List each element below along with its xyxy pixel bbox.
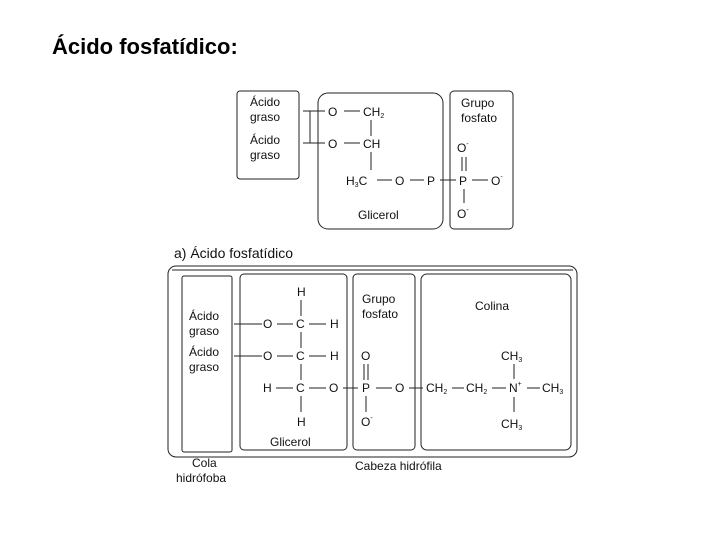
- bottom-o-minus: O: [361, 415, 370, 429]
- bottom-h-top: H: [297, 285, 306, 299]
- bottom-glycerol-label: Glicerol: [270, 435, 311, 449]
- top-o-bottom: O: [457, 207, 466, 221]
- bottom-ch3-top: CH: [501, 349, 518, 363]
- bottom-glycerol-box: [239, 273, 348, 451]
- svg-text:O-: O-: [457, 207, 469, 221]
- top-p2: P: [459, 174, 467, 188]
- bottom-ch2b-sub: 2: [483, 389, 487, 396]
- top-phosphate-line1: Grupo: [461, 96, 495, 110]
- bottom-structure: a) Ácido fosfatídico Ácido graso Ácido g…: [167, 245, 578, 485]
- bottom-phosphate-line1: Grupo: [362, 292, 396, 306]
- bottom-c2: C: [296, 349, 305, 363]
- bottom-caption: a) Ácido fosfatídico: [174, 245, 293, 261]
- top-ch2-sub: 2: [380, 113, 384, 120]
- top-o-top: O: [457, 141, 466, 155]
- bottom-n: N: [509, 381, 518, 395]
- bottom-c1: C: [296, 317, 305, 331]
- bottom-o3: O: [329, 381, 338, 395]
- bottom-ch3-bottom-sub: 3: [518, 425, 522, 432]
- bottom-ch2b: CH: [466, 381, 483, 395]
- top-phosphate-box: [449, 90, 514, 230]
- bottom-phosphate-box: [352, 273, 416, 451]
- bottom-n-sup: +: [518, 381, 522, 388]
- top-glycerol-box: [317, 92, 444, 230]
- svg-text:O-: O-: [491, 174, 503, 188]
- bottom-phosphate-line2: fosfato: [362, 307, 398, 321]
- svg-text:CH2: CH2: [426, 381, 447, 396]
- bottom-head-label: Cabeza hidrófila: [355, 459, 442, 473]
- bottom-o1: O: [263, 317, 272, 331]
- bottom-ch3-bottom: CH: [501, 417, 518, 431]
- top-structure: Ácido graso Ácido graso O CH2 O CH H3C O…: [236, 90, 514, 230]
- svg-text:N+: N+: [509, 381, 522, 395]
- bottom-c3: C: [296, 381, 305, 395]
- top-fatty-acid-2-line2: graso: [250, 148, 280, 162]
- bottom-h-bottom: H: [297, 415, 306, 429]
- bottom-fatty-acid-1-line2: graso: [189, 324, 219, 338]
- top-phosphate-line2: fosfato: [461, 111, 497, 125]
- bottom-outer-box: [167, 265, 578, 458]
- bottom-o4: O: [395, 381, 404, 395]
- bottom-ch2a: CH: [426, 381, 443, 395]
- page-title: Ácido fosfatídico:: [52, 34, 238, 59]
- top-p1: P: [427, 174, 435, 188]
- bottom-ch3-top-sub: 3: [518, 357, 522, 364]
- bottom-tail-line1: Cola: [192, 456, 217, 470]
- top-fatty-acid-2-line1: Ácido: [250, 132, 280, 147]
- bottom-o-dbl: O: [361, 349, 370, 363]
- bottom-h2: H: [330, 349, 339, 363]
- top-ch: CH: [363, 137, 380, 151]
- svg-text:CH2: CH2: [363, 105, 384, 120]
- top-fatty-acid-1-line1: Ácido: [250, 94, 280, 109]
- top-o1: O: [328, 105, 337, 119]
- bottom-h1: H: [330, 317, 339, 331]
- bottom-fatty-acid-1-line1: Ácido: [189, 308, 219, 323]
- bottom-p: P: [362, 381, 370, 395]
- bottom-choline-label: Colina: [475, 299, 509, 313]
- bottom-o2: O: [263, 349, 272, 363]
- top-fatty-acid-box: [236, 90, 300, 180]
- top-o2: O: [328, 137, 337, 151]
- svg-text:CH3: CH3: [501, 417, 522, 432]
- svg-text:H3C: H3C: [346, 174, 368, 189]
- top-h3c-h: H: [346, 174, 355, 188]
- bottom-h3-left: H: [263, 381, 272, 395]
- svg-text:CH3: CH3: [501, 349, 522, 364]
- bottom-fatty-acid-2-line2: graso: [189, 360, 219, 374]
- bottom-ch3-right: CH: [542, 381, 559, 395]
- svg-text:O-: O-: [361, 415, 373, 429]
- svg-text:CH2: CH2: [466, 381, 487, 396]
- top-h3c-sub: 3: [355, 182, 359, 189]
- bottom-o-minus-sup: -: [370, 415, 373, 422]
- svg-text:CH3: CH3: [542, 381, 563, 396]
- top-o4-sup: -: [500, 174, 503, 181]
- bottom-ch3-right-sub: 3: [559, 389, 563, 396]
- top-h3c-c: C: [359, 174, 368, 188]
- top-glycerol-label: Glicerol: [358, 208, 399, 222]
- top-o-bottom-sup: -: [466, 207, 469, 214]
- bottom-fatty-acid-2-line1: Ácido: [189, 344, 219, 359]
- svg-text:O-: O-: [457, 141, 469, 155]
- bottom-fatty-acid-box: [181, 275, 233, 453]
- bottom-tail-line2: hidrófoba: [176, 471, 226, 485]
- top-fatty-acid-1-line2: graso: [250, 110, 280, 124]
- bottom-choline-box: [420, 273, 572, 451]
- top-ch2: CH: [363, 105, 380, 119]
- top-o4: O: [491, 174, 500, 188]
- bottom-ch2a-sub: 2: [443, 389, 447, 396]
- top-o-top-sup: -: [466, 141, 469, 148]
- top-o3: O: [395, 174, 404, 188]
